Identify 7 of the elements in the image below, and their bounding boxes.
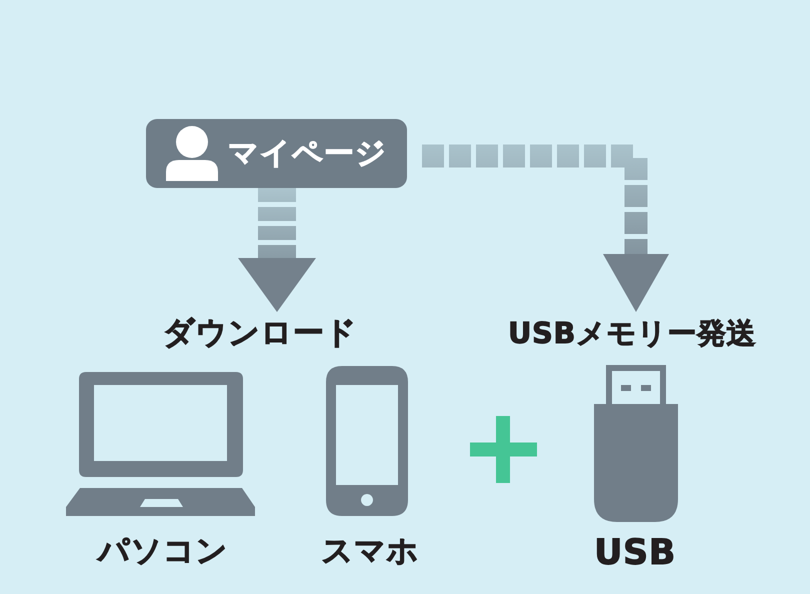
device-label: スマホ [321,532,419,571]
device-label: USB [594,532,676,575]
device-label: パソコン [98,532,228,571]
step-heading: ダウンロード [163,312,357,354]
rounded-box [146,119,407,188]
step-heading: USBメモリー発送 [508,312,756,354]
node-label: マイページ [228,136,387,172]
